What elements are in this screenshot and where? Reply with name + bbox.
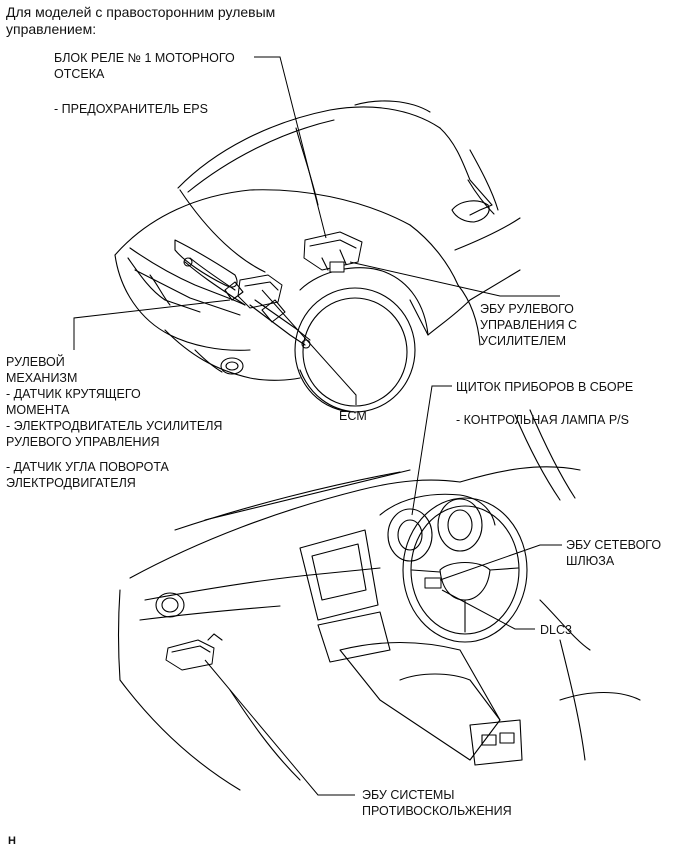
label-power-steering-ecu: ЭБУ РУЛЕВОГО УПРАВЛЕНИЯ С УСИЛИТЕЛЕМ bbox=[480, 302, 578, 348]
label-motor: - ЭЛЕКТРОДВИГАТЕЛЬ УСИЛИТЕЛЯ РУЛЕВОГО УП… bbox=[6, 419, 223, 449]
leader-lines bbox=[73, 56, 562, 796]
label-ecm: ECM bbox=[339, 409, 367, 423]
label-ps-warning-light: - КОНТРОЛЬНАЯ ЛАМПА P/S bbox=[456, 413, 629, 427]
interior-illustration bbox=[117, 409, 641, 791]
header-note: Для моделей с правосторонним рулевым упр… bbox=[6, 4, 276, 37]
car-illustration bbox=[114, 100, 521, 413]
label-eps-fuse: - ПРЕДОХРАНИТЕЛЬ EPS bbox=[54, 102, 208, 116]
label-combination-meter: ЩИТОК ПРИБОРОВ В СБОРЕ bbox=[456, 380, 634, 394]
label-motor-angle-sensor: - ДАТЧИК УГЛА ПОВОРОТА ЭЛЕКТРОДВИГАТЕЛЯ bbox=[6, 460, 169, 490]
label-skid-control-ecu: ЭБУ СИСТЕМЫ ПРОТИВОСКОЛЬЖЕНИЯ bbox=[362, 788, 512, 818]
label-relay-block: БЛОК РЕЛЕ № 1 МОТОРНОГО ОТСЕКА bbox=[54, 51, 235, 81]
label-dlc3: DLC3 bbox=[540, 623, 572, 637]
label-gateway-ecu: ЭБУ СЕТЕВОГО ШЛЮЗА bbox=[566, 538, 662, 568]
label-torque-sensor: - ДАТЧИК КРУТЯЩЕГО МОМЕНТА bbox=[6, 387, 141, 417]
label-steering-gear: РУЛЕВОЙ МЕХАНИЗМ bbox=[6, 355, 78, 385]
corner-mark: H bbox=[8, 835, 16, 847]
